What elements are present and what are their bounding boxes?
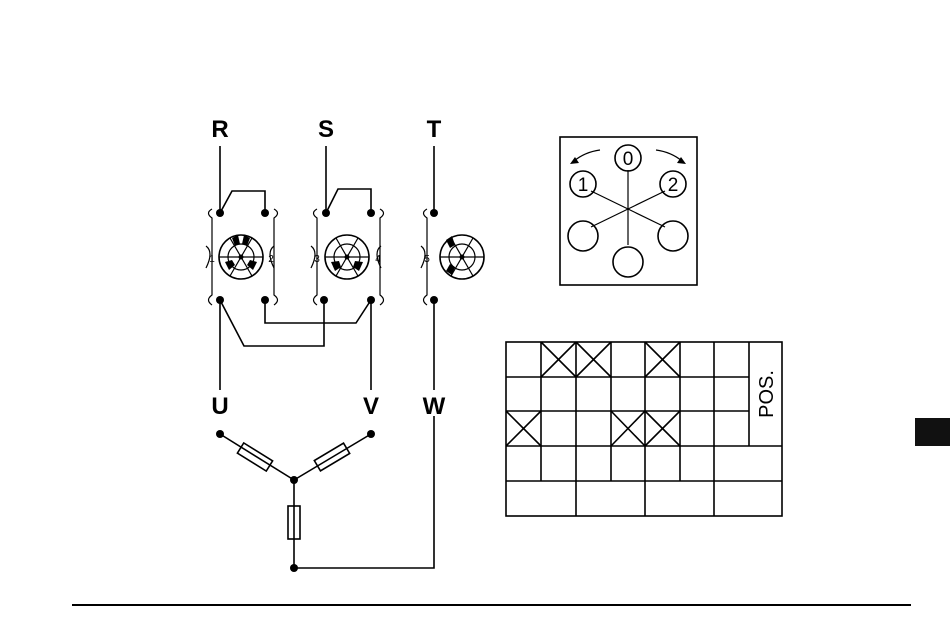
table-mark-0 (541, 342, 576, 377)
table-marks (506, 342, 680, 446)
terminal-2: 2 (268, 254, 274, 265)
cam-switch-1 (206, 235, 274, 279)
side-tab (915, 418, 950, 446)
dial-position-0: 0 (623, 149, 634, 170)
dial-position-2: 2 (668, 175, 679, 196)
terminal-3: 3 (314, 254, 320, 265)
table-mark-2 (645, 342, 680, 377)
label-r: R (211, 116, 228, 143)
label-v: V (363, 393, 379, 420)
label-s: S (318, 116, 334, 143)
input-wires (220, 146, 434, 213)
output-wires (220, 300, 434, 390)
label-w: W (423, 393, 446, 420)
table-mark-5 (645, 411, 680, 446)
label-t: T (427, 116, 442, 143)
dial-position-1: 1 (578, 175, 589, 196)
table-header-pos: POS. (756, 370, 778, 418)
terminal-1: 1 (209, 254, 215, 265)
table-mark-3 (506, 411, 541, 446)
star-load (216, 416, 434, 572)
cam-switch-3 (421, 235, 484, 279)
terminal-5: 5 (424, 254, 430, 265)
label-u: U (211, 393, 228, 420)
table-mark-1 (576, 342, 611, 377)
table-mark-4 (611, 411, 645, 446)
terminal-4: 4 (375, 254, 381, 265)
position-table (506, 342, 782, 516)
cam-switch-2 (311, 235, 381, 279)
